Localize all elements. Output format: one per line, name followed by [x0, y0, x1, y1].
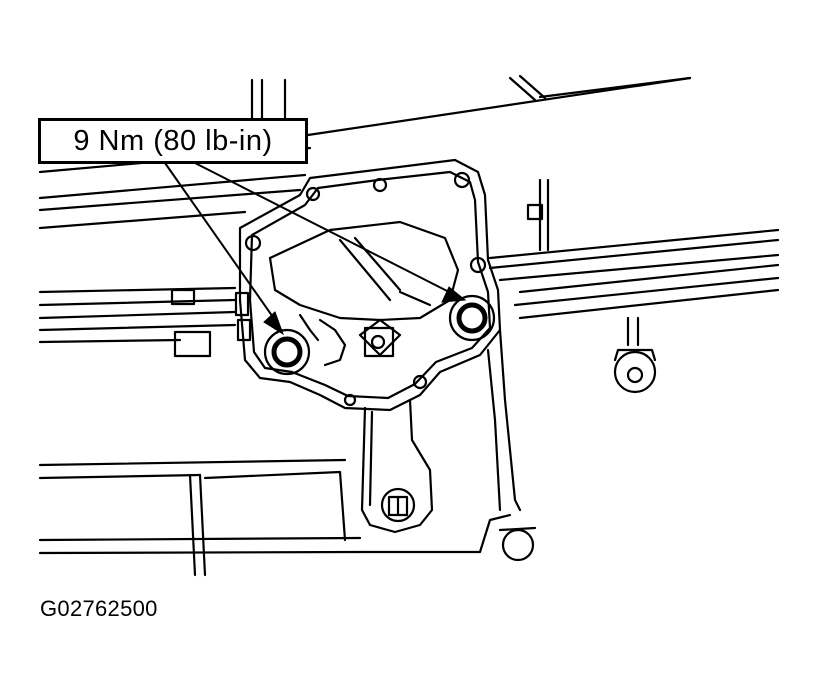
- arrowhead-left-bolt: [263, 311, 284, 336]
- bolt-right: [448, 294, 496, 342]
- mounting-bracket: [238, 158, 502, 412]
- right-frame-rail: [488, 178, 780, 320]
- left-frame-rail: [38, 286, 237, 358]
- shaft-top: [250, 78, 287, 120]
- figure-id: G02762500: [40, 596, 158, 621]
- bolt-left: [263, 328, 311, 376]
- lower-frame: [38, 328, 537, 577]
- side-lever: [613, 316, 657, 394]
- bracket-tabs: [234, 291, 252, 342]
- torque-callout: 9 Nm (80 lb-in): [38, 118, 308, 164]
- link-arm: [360, 398, 434, 534]
- leader-arrows: [164, 162, 456, 321]
- torque-label: 9 Nm (80 lb-in): [73, 124, 273, 157]
- arrowhead-right-bolt: [441, 286, 467, 303]
